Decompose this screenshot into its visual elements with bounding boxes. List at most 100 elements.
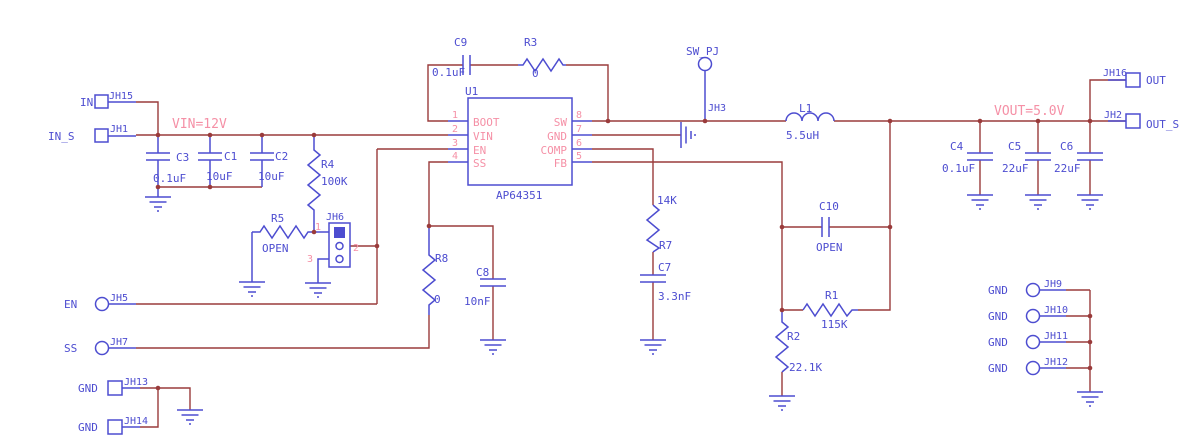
res-refdes: R3	[524, 36, 537, 49]
ic-pin-stubs	[448, 120, 592, 163]
port-label: GND	[78, 421, 98, 434]
port-label: GND	[78, 382, 98, 395]
ground-icon	[479, 339, 507, 355]
cap-value: 10nF	[464, 295, 491, 308]
cap-refdes: C3	[176, 151, 189, 164]
res-refdes: R7	[659, 239, 672, 252]
capacitor-C8: C8 10nF	[464, 266, 506, 308]
pad-name: JH5	[110, 293, 128, 304]
cap-refdes: C6	[1060, 140, 1073, 153]
pad-circle	[1025, 308, 1041, 324]
testpoint-label: SW_PJ	[686, 45, 719, 58]
port-in-s: IN_S JH1	[48, 124, 128, 143]
pad-square	[94, 128, 109, 143]
pad-name: JH10	[1044, 305, 1068, 316]
port-out: JH16 OUT	[1103, 68, 1166, 88]
net-wires	[136, 64, 1126, 428]
res-refdes: R5	[271, 212, 284, 225]
port-ss: SS JH7	[64, 337, 128, 356]
resistor-R2: R2 22.1K	[774, 310, 822, 374]
res-value: 22.1K	[789, 361, 822, 374]
cap-value: 22uF	[1002, 162, 1029, 175]
res-refdes: R1	[825, 289, 838, 302]
pad-square	[94, 94, 109, 109]
ground-icon	[304, 282, 332, 298]
pin-name-vin: VIN	[473, 130, 493, 143]
pin-name-en: EN	[473, 144, 486, 157]
pad-circle	[94, 340, 110, 356]
pad-square	[107, 380, 123, 396]
cap-refdes: C2	[275, 150, 288, 163]
ground-icon	[1024, 194, 1052, 210]
capacitor-C2: C2 10uF	[250, 135, 288, 187]
capacitor-C3: C3 0.1uF	[146, 135, 189, 197]
pad-name: JH16	[1103, 68, 1127, 79]
capacitor-C10: C10 OPEN	[816, 200, 843, 254]
resistor-R3: R3 0	[518, 36, 566, 80]
ground-icon	[966, 194, 994, 210]
capacitor-C9: C9 0.1uF	[432, 36, 471, 79]
ic-U1: U1 AP64351 1 2 3 4 8 7 6 5 BOOT VIN EN S…	[448, 85, 592, 202]
pin-number-6: 6	[576, 138, 582, 149]
ground-icon	[176, 409, 204, 425]
port-gnd-jh10: GND JH10	[988, 305, 1068, 324]
cap-value: OPEN	[816, 241, 843, 254]
jumper-pin1-number: 1	[315, 222, 321, 233]
resistor-R4: R4 100K	[306, 135, 348, 232]
port-label: IN_S	[48, 130, 75, 143]
res-refdes: R2	[787, 330, 800, 343]
cap-value: 22uF	[1054, 162, 1081, 175]
port-label: GND	[988, 362, 1008, 375]
testpoint-SW_PJ: SW_PJ JH3	[686, 45, 726, 121]
pin-number-4: 4	[452, 151, 458, 162]
ground-icon-sideways	[680, 121, 696, 149]
ground-icon	[639, 339, 667, 355]
pad-square	[1125, 72, 1141, 88]
testpoint-pad	[697, 56, 713, 72]
port-gnd-jh9: GND JH9	[988, 279, 1062, 298]
res-value: 0	[532, 67, 539, 80]
capacitor-C7: C7 3.3nF	[640, 261, 691, 303]
res-refdes: R4	[321, 158, 335, 171]
res-value: 115K	[821, 318, 848, 331]
pin-number-7: 7	[576, 124, 582, 135]
cap-refdes: C8	[476, 266, 489, 279]
pad-name: JH2	[1104, 110, 1122, 121]
ic-body	[467, 97, 573, 186]
cap-value: 10uF	[206, 170, 233, 183]
cap-refdes: C10	[819, 200, 839, 213]
pin-name-comp: COMP	[541, 144, 568, 157]
jumper-pin2-pad	[335, 241, 344, 251]
ground-icon	[144, 196, 172, 212]
jumper-JH6: JH6 1 2 3	[307, 212, 359, 283]
ind-value: 5.5uH	[786, 129, 819, 142]
res-value: 0	[434, 293, 441, 306]
port-gnd-jh13: GND JH13	[78, 377, 148, 396]
testpoint-pad-name: JH3	[708, 103, 726, 114]
ind-refdes: L1	[799, 102, 812, 115]
port-in: IN JH15	[80, 91, 133, 109]
pad-name: JH1	[110, 124, 128, 135]
resistor-R8: R8 0	[421, 226, 448, 315]
pin-number-1: 1	[452, 110, 458, 121]
port-label: IN	[80, 96, 93, 109]
pin-name-gnd: GND	[547, 130, 567, 143]
pin-name-ss: SS	[473, 157, 486, 170]
net-label-vin: VIN=12V	[172, 117, 227, 132]
cap-refdes: C7	[658, 261, 671, 274]
port-gnd-jh12: GND JH12	[988, 357, 1068, 376]
jumper-body	[328, 222, 351, 268]
ic-refdes: U1	[465, 85, 478, 98]
jumper-refdes: JH6	[326, 212, 344, 223]
cap-value: 3.3nF	[658, 290, 691, 303]
pad-circle	[1025, 334, 1041, 350]
pin-name-boot: BOOT	[473, 116, 500, 129]
ground-icon	[768, 395, 796, 411]
pad-square	[1125, 113, 1141, 129]
jumper-pin1-pad	[334, 227, 345, 238]
res-value: OPEN	[262, 242, 289, 255]
port-label: GND	[988, 336, 1008, 349]
ground-icon	[1076, 194, 1104, 210]
pad-name: JH12	[1044, 357, 1068, 368]
